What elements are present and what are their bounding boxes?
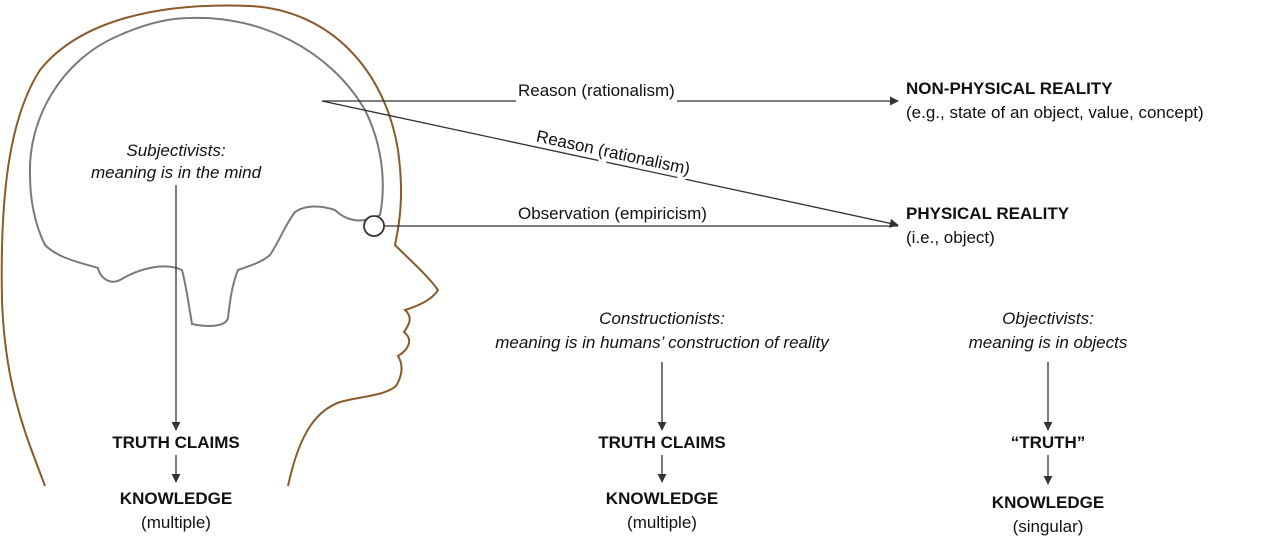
eye-circle	[363, 215, 385, 237]
physical-reality-note: (i.e., object)	[906, 228, 995, 247]
head-outline	[0, 4, 440, 487]
brain-outline	[28, 16, 384, 327]
subjectivists-description: meaning is in the mind	[90, 163, 262, 182]
objectivists-knowledge-note: (singular)	[1012, 517, 1084, 536]
objectivists-heading: Objectivists:	[1002, 309, 1094, 328]
objectivists-knowledge: KNOWLEDGE	[991, 493, 1105, 512]
objectivists-truth: “TRUTH”	[1010, 433, 1086, 452]
reason-top-label: Reason (rationalism)	[516, 80, 677, 102]
physical-reality-title: PHYSICAL REALITY	[906, 204, 1070, 223]
objectivists-description: meaning is in objects	[968, 333, 1128, 352]
observation-label: Observation (empiricism)	[516, 203, 709, 225]
subjectivists-heading: Subjectivists:	[126, 141, 226, 160]
non-physical-reality-title: NON-PHYSICAL REALITY	[906, 79, 1113, 98]
constructionists-heading: Constructionists:	[599, 309, 725, 328]
subjectivists-knowledge-note: (multiple)	[141, 513, 211, 532]
non-physical-reality-note: (e.g., state of an object, value, concep…	[906, 103, 1204, 122]
constructionists-description: meaning is in humans’ construction of re…	[495, 333, 829, 352]
subjectivists-knowledge: KNOWLEDGE	[119, 489, 233, 508]
constructionists-knowledge: KNOWLEDGE	[605, 489, 719, 508]
constructionists-truth-claims: TRUTH CLAIMS	[598, 433, 726, 452]
reason-diagonal-label: Reason (rationalism)	[535, 127, 692, 179]
reason-diagonal-arrow	[321, 100, 899, 228]
constructionists-knowledge-note: (multiple)	[627, 513, 697, 532]
subjectivists-truth-claims: TRUTH CLAIMS	[112, 433, 240, 452]
